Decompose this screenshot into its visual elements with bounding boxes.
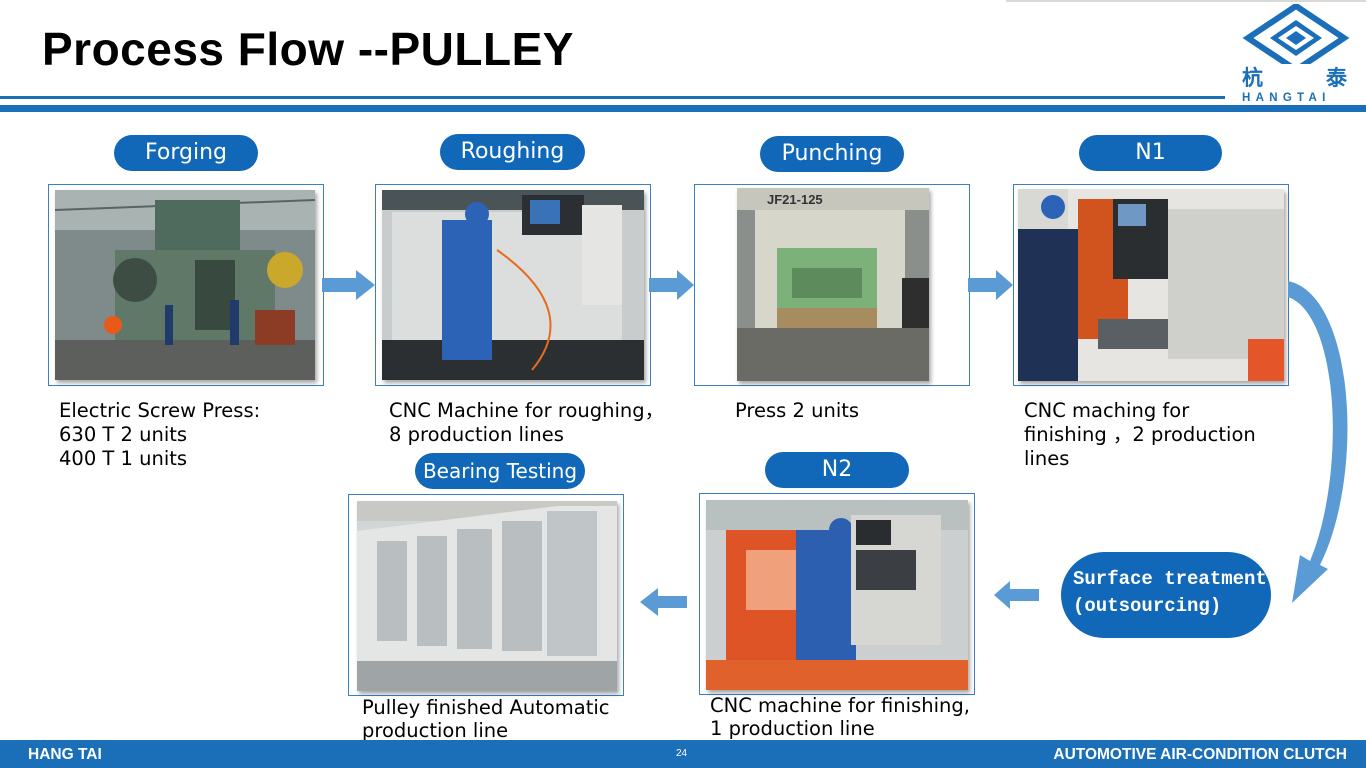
logo-char-right: 泰: [1326, 66, 1347, 90]
page-number: 24: [676, 748, 688, 759]
curved-arrow-n1-to-surface-icon: [1288, 281, 1348, 603]
arrow-punching-to-n1-icon: [968, 270, 1013, 300]
punching-press-photo: JF21-125: [737, 188, 929, 381]
bearing-caption: Pulley finished Automatic production lin…: [362, 696, 610, 742]
forging-workshop-photo: [55, 190, 315, 380]
arrow-roughing-to-punching-icon: [649, 270, 694, 300]
logo-char-left: 杭: [1242, 66, 1263, 90]
punching-caption: Press 2 units: [735, 399, 860, 422]
forging-caption: Electric Screw Press: 630 T 2 units 400 …: [59, 399, 261, 470]
punching-photo-frame: JF21-125: [694, 184, 970, 386]
roughing-caption: CNC Machine for roughing， 8 production l…: [389, 399, 665, 446]
surface-treatment-note: (outsourcing): [1073, 595, 1222, 617]
hangtai-logo: 杭 泰 HANGTAI: [1238, 2, 1354, 106]
arrow-forging-to-roughing-icon: [322, 270, 375, 300]
surface-treatment-badge: Surface treatment (outsourcing): [1061, 552, 1271, 638]
page-title: Process Flow --PULLEY: [42, 23, 574, 75]
step-forging-label: Forging: [114, 135, 258, 171]
footer-bar: HANG TAI 24 AUTOMOTIVE AIR-CONDITION CLU…: [0, 740, 1366, 768]
arrow-n2-to-bearing-icon: [640, 588, 687, 616]
forging-photo-frame: [48, 184, 324, 386]
step-n2-label: N2: [765, 452, 909, 488]
logo-text: HANGTAI: [1242, 92, 1331, 104]
bearing-line-photo: [357, 501, 617, 691]
step-roughing-label: Roughing: [440, 134, 585, 170]
n2-caption: CNC machine for finishing, 1 production …: [710, 694, 970, 740]
press-plate-text: JF21-125: [767, 192, 823, 207]
top-strip: [1006, 0, 1366, 2]
roughing-photo-frame: [375, 184, 651, 386]
header-rule-thick: [0, 105, 1366, 112]
n1-cnc-photo: [1018, 189, 1284, 381]
footer-product: AUTOMOTIVE AIR-CONDITION CLUTCH: [1053, 746, 1347, 763]
n1-photo-frame: [1013, 184, 1289, 386]
bearing-photo-frame: [348, 494, 624, 696]
step-punching-label: Punching: [760, 136, 904, 172]
footer-company: HANG TAI: [28, 746, 102, 763]
n1-caption: CNC maching for finishing ，2 production …: [1024, 399, 1256, 470]
diamond-logo-icon: [1242, 2, 1350, 74]
arrow-surface-to-n2-icon: [994, 581, 1039, 609]
step-n1-label: N1: [1079, 135, 1222, 171]
n2-photo-frame: [699, 493, 975, 695]
n2-cnc-photo: [706, 500, 968, 690]
surface-treatment-title: Surface treatment: [1073, 568, 1267, 590]
roughing-cnc-photo: [382, 190, 644, 380]
header-rule-thin: [0, 96, 1225, 99]
step-bearing-testing-label: Bearing Testing: [415, 453, 585, 489]
